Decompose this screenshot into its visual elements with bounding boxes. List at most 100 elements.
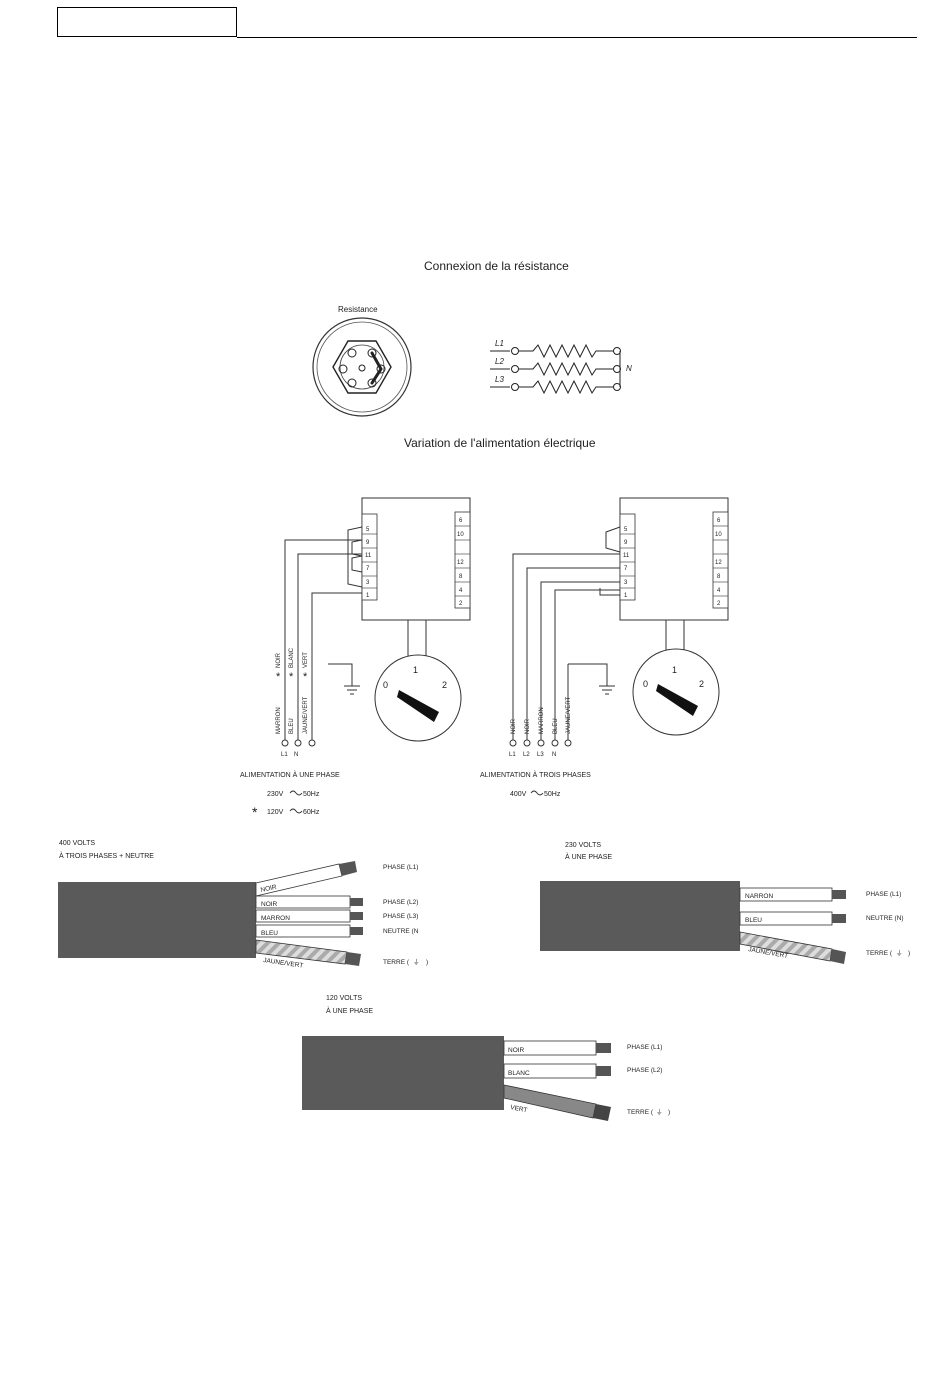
resistance-flange	[312, 317, 412, 417]
tp-dial-0: 0	[643, 679, 648, 689]
header-rule	[237, 37, 917, 38]
cable-230-label-n: NEUTRE (N)	[866, 915, 904, 922]
line-label-l3: L3	[495, 375, 504, 384]
sp-star-2: *	[289, 671, 294, 683]
sp-rterm-12: 12	[457, 560, 464, 566]
tp-dial-2: 2	[699, 679, 704, 689]
sp-star-3: *	[303, 671, 308, 683]
resistance-bridge	[370, 351, 383, 385]
sp-rterm-2: 2	[459, 601, 463, 607]
sp-term-5: 5	[366, 527, 370, 533]
cable-400-label-l2: PHASE (L2)	[383, 899, 418, 906]
tp-term-7: 7	[624, 566, 628, 572]
cable-230-sheath	[540, 881, 740, 951]
sp-voltage-120: 120V	[267, 809, 284, 816]
sp-caption: ALIMENTATION À UNE PHASE	[240, 770, 340, 779]
sp-rterm-6: 6	[459, 518, 463, 524]
cable-230-label-l1: PHASE (L1)	[866, 891, 901, 898]
cable-400-label-l3: PHASE (L3)	[383, 913, 418, 920]
tp-term-11: 11	[623, 553, 630, 559]
tp-wire-marron: MARRON	[539, 707, 545, 734]
line-label-l2: L2	[495, 357, 504, 366]
tp-rterm-8: 8	[717, 574, 721, 580]
power-variation-title: Variation de l'alimentation électrique	[404, 436, 596, 450]
sp-freq-60: 60Hz	[303, 809, 320, 816]
tp-label-l1: L1	[509, 752, 516, 758]
single-phase-control-box	[361, 497, 471, 621]
sp-dial-2: 2	[442, 680, 447, 690]
tp-rterm-12: 12	[715, 560, 722, 566]
line-label-l1: L1	[495, 339, 504, 348]
sp-dial-0: 0	[383, 680, 388, 690]
tp-rterm-4: 4	[717, 588, 721, 594]
sp-wire-noir: NOIR	[276, 652, 282, 668]
sp-wire-vert: VERT	[303, 652, 309, 668]
cable-400-label-l1: PHASE (L1)	[383, 864, 418, 871]
tp-term-5: 5	[624, 527, 628, 533]
sp-label-n: N	[294, 752, 298, 758]
cable-230-earth-icon: ⏚	[896, 949, 903, 957]
cable-400v: 400 VOLTS À TROIS PHASES + NEUTRE NOIR N…	[58, 840, 428, 970]
power-wiring-diagrams: 5 9 11 7 3 1 6 10 12 8 4 2 NOIR	[240, 497, 729, 820]
resistance-label: Resistance	[338, 305, 378, 314]
cable-400-wire-bleu: BLEU	[261, 930, 278, 937]
sp-rterm-10: 10	[457, 532, 464, 538]
tp-rterm-6: 6	[717, 518, 721, 524]
tp-voltage-400: 400V	[510, 791, 527, 798]
sp-wire-blanc: BLANC	[289, 647, 295, 668]
sp-rterm-4: 4	[459, 588, 463, 594]
tp-dial-1: 1	[672, 665, 677, 675]
cable-400-title2: À TROIS PHASES + NEUTRE	[59, 851, 154, 860]
tp-label-l3: L3	[537, 752, 544, 758]
single-phase-left-terminal-block	[361, 513, 378, 601]
resistance-terminals	[338, 348, 386, 388]
resistance-connection-title: Connexion de la résistance	[424, 259, 569, 273]
three-phase-control-box	[619, 497, 729, 621]
sp-term-11: 11	[365, 553, 372, 559]
cable-230-wire-narron: NARRON	[745, 893, 773, 900]
three-phase-diagram: 5 9 11 7 3 1 6 10 12 8 4 2	[480, 497, 729, 798]
sp-term-7: 7	[366, 566, 370, 572]
cable-120-wire-blanc: BLANC	[508, 1070, 530, 1077]
sp-star-note: *	[252, 804, 258, 820]
cable-120-title1: 120 VOLTS	[326, 995, 362, 1002]
neutral-label: N	[626, 364, 632, 373]
cable-400-wire-marron: MARRON	[261, 915, 290, 922]
sp-star-1: *	[276, 671, 281, 683]
cable-120-label-l2: PHASE (L2)	[627, 1067, 662, 1074]
resistance-flange-inner	[316, 321, 408, 413]
cable-230v: 230 VOLTS À UNE PHASE NARRON BLEU JAUNE/…	[540, 842, 910, 964]
tp-wire-jaune-vert: JAUNE/VERT	[566, 696, 572, 734]
cable-400-earth-icon: ⏚	[413, 958, 420, 966]
tp-term-1: 1	[624, 593, 628, 599]
sp-term-1: 1	[366, 593, 370, 599]
sp-term-9: 9	[366, 540, 370, 546]
tp-caption: ALIMENTATION À TROIS PHASES	[480, 770, 591, 779]
sp-term-3: 3	[366, 580, 370, 586]
sp-voltage-230: 230V	[267, 791, 284, 798]
cable-230-paren: )	[908, 950, 910, 957]
cable-400-wire-jaune-vert: JAUNE/VERT	[263, 957, 304, 970]
cable-400-wire-noir-1: NOIR	[260, 884, 278, 894]
cable-120v: 120 VOLTS À UNE PHASE NOIR BLANC VERT PH…	[302, 995, 670, 1121]
tp-wire-bleu: BLEU	[553, 718, 559, 734]
tp-rterm-10: 10	[715, 532, 722, 538]
cable-120-earth-icon: ⏚	[656, 1108, 663, 1116]
cable-400-label-terre: TERRE (	[383, 959, 410, 966]
sp-dial-1: 1	[413, 665, 418, 675]
tp-dial-knob	[656, 684, 698, 716]
cable-230-wire-bleu: BLEU	[745, 917, 762, 924]
cable-400-paren: )	[426, 959, 428, 966]
resistance-terminal-ring	[339, 344, 385, 390]
tp-rterm-2: 2	[717, 601, 721, 607]
cable-120-wire-vert: VERT	[510, 1104, 528, 1114]
cable-120-sheath	[302, 1036, 504, 1110]
sp-wire-jaune-vert: JAUNE/VERT	[303, 696, 309, 734]
cable-120-label-terre: TERRE (	[627, 1109, 654, 1116]
cable-230-label-terre: TERRE (	[866, 950, 893, 957]
sp-rterm-8: 8	[459, 574, 463, 580]
tp-term-3: 3	[624, 580, 628, 586]
cable-120-wire-noir: NOIR	[508, 1047, 525, 1054]
single-phase-right-terminal-block	[454, 511, 471, 609]
cable-400-title1: 400 VOLTS	[59, 840, 95, 847]
